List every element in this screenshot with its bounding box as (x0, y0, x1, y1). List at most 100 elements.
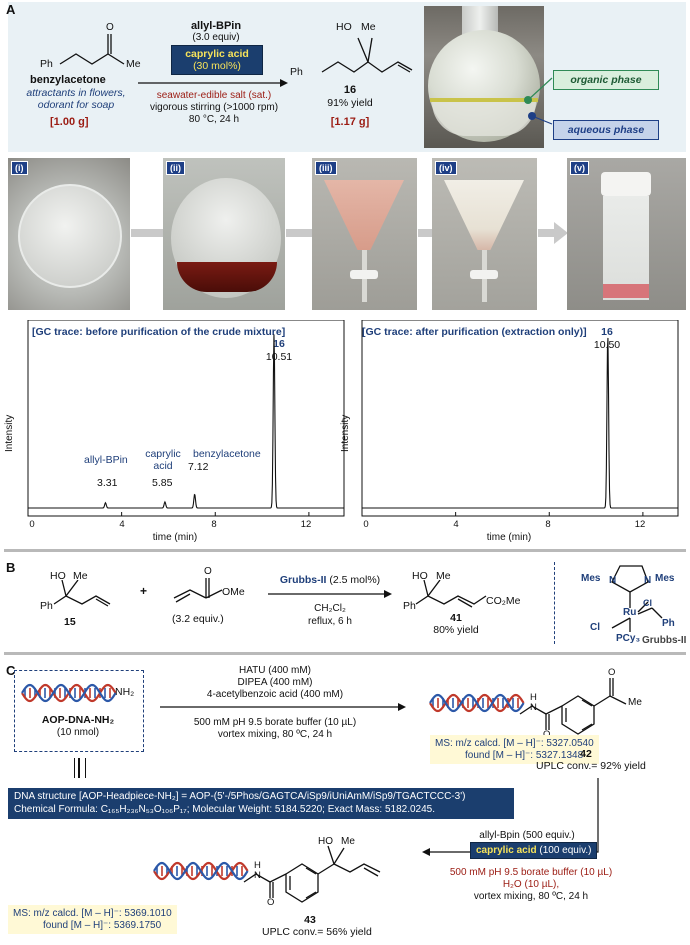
photo-iv-label: (iv) (435, 161, 457, 175)
strip-arrow-2 (286, 229, 312, 237)
grubbs-n-left: N (609, 575, 617, 586)
photo-i: (i) (8, 158, 130, 310)
c43-ho: HO (318, 836, 333, 847)
dna-strand-blue (153, 861, 249, 881)
c43-conversion: UPLC conv.= 56% yield (262, 926, 372, 938)
compound-43-structure (243, 845, 381, 903)
photo-v-label: (v) (570, 161, 589, 175)
grubbs-n-right: N (644, 575, 652, 586)
gc1-peak2-time: 5.85 (152, 477, 173, 489)
grubbs-ru: Ru (623, 607, 637, 618)
b-prod-yield: 80% yield (433, 624, 479, 636)
separator-1 (4, 549, 686, 552)
dna-amount: (10 nmol) (56, 727, 100, 738)
c42-amide-h: H (530, 692, 537, 703)
c-acid-name: caprylic acid (476, 845, 537, 856)
dna-helix-icon-2 (429, 693, 525, 713)
grubbs-divider (554, 562, 555, 644)
b-solvent: CH₂Cl₂ (314, 603, 346, 614)
gc1-peak3-time: 7.12 (188, 461, 209, 473)
reagent-label: allyl-BPin (190, 20, 242, 32)
grubbs-name: Grubbs-II (642, 635, 687, 646)
dna-reagent-box (14, 670, 144, 752)
ms-42-calcd: MS: m/z calcd. [M – H]⁻: 5327.0540 (435, 738, 594, 749)
c-buffer-1: 500 mM pH 9.5 borate buffer (10 µL) (193, 717, 357, 728)
compound-42-structure (519, 678, 627, 735)
sm-desc-1: attractants in flowers, (26, 87, 126, 99)
c42-conversion: UPLC conv.= 92% yield (536, 760, 646, 772)
c43-amide-o: O (267, 897, 275, 908)
section-a-label: A (6, 2, 16, 17)
b-prod-me: Me (436, 570, 451, 582)
prod-ph-label: Ph (290, 66, 303, 78)
grubbs-mes-right: Mes (655, 573, 675, 584)
c43-number: 43 (304, 914, 316, 926)
dna-strand-blue (21, 683, 117, 703)
gc1-peak3-name: benzylacetone (193, 448, 261, 460)
strip-arrow-3 (418, 229, 432, 237)
photo-v: (v) (567, 158, 686, 310)
photo-ii-label: (ii) (166, 161, 185, 175)
photo-i-label: (i) (11, 161, 28, 175)
b-catalyst-amount: (2.5 mol%) (329, 574, 381, 586)
b-catalyst: Grubbs-II (279, 574, 327, 586)
section-c-label: C (6, 663, 16, 678)
b-plus: + (140, 584, 148, 598)
strip-arrow-1 (131, 229, 163, 237)
dna-nh2: NH₂ (115, 686, 135, 698)
gc1-tick-12: 12 (300, 519, 312, 530)
c43-me: Me (341, 836, 355, 847)
gc1-peak1-time: 3.31 (97, 477, 118, 489)
b-conditions: reflux, 6 h (308, 616, 352, 627)
gc1-peak-number: 16 (273, 338, 285, 350)
methyl-acrylate-structure (173, 578, 223, 603)
gc1-peak-time: 10.51 (265, 351, 293, 363)
ms-43-box: MS: m/z calcd. [M – H]⁻: 5369.1010 found… (8, 905, 177, 934)
b-sm-ho: HO (50, 570, 66, 582)
gc1-peak2-name-1: caprylic (145, 448, 181, 460)
compound-41-structure (415, 580, 487, 608)
sm-mass: [1.00 g] (50, 116, 89, 128)
gc2-tick-4: 4 (453, 519, 459, 530)
phase-pointer-lines (524, 77, 553, 125)
sm-ph-label: Ph (40, 58, 53, 70)
c-buffer-2: 500 mM pH 9.5 borate buffer (10 µL) (449, 867, 613, 878)
gc1-tick-0: 0 (29, 519, 35, 530)
c-mixing-2: vortex mixing, 80 ºC, 24 h (473, 891, 589, 902)
photo-iii: (iii) (312, 158, 417, 310)
gc2-xlabel: time (min) (486, 532, 532, 543)
b-acrylate-o: O (204, 566, 212, 577)
reagent-equiv: (3.0 equiv) (192, 32, 240, 43)
reaction-arrow-a (138, 79, 288, 87)
dna-helix-icon-1 (21, 683, 117, 703)
c-acid-amount: (100 equiv.) (539, 845, 592, 856)
c-water: H₂O (10 µL), (502, 879, 560, 890)
gc1-chart (27, 320, 345, 517)
b-sm-me: Me (73, 570, 88, 582)
gc2-peak-time: 10.50 (593, 339, 621, 351)
c42-ketone-me: Me (628, 697, 642, 708)
strip-arrow-4 (538, 222, 568, 244)
ms-42-found: found [M – H]⁻: 5327.1348 (465, 749, 584, 761)
dna-name: AOP-DNA-NH₂ (41, 714, 115, 726)
gc2-title: [GC trace: after purification (extractio… (362, 326, 587, 338)
prod-number: 16 (343, 84, 357, 96)
dna-strand-blue (429, 693, 525, 713)
c-reagent-1: HATU (400 mM) (238, 665, 312, 676)
dna-structure-box: DNA structure [AOP-Headpiece-NH₂] = AOP-… (8, 788, 514, 819)
prod-ho-label: HO (336, 21, 352, 33)
b-sm-ph: Ph (40, 600, 53, 612)
ms-42-box: MS: m/z calcd. [M – H]⁻: 5327.0540 found… (430, 735, 599, 764)
separator-2 (4, 652, 686, 655)
c42-number: 42 (580, 748, 592, 760)
c-mixing-1: vortex mixing, 80 ºC, 24 h (217, 729, 333, 740)
b-prod-number: 41 (450, 612, 462, 624)
gc1-tick-4: 4 (119, 519, 125, 530)
b-acrylate-ome: OMe (222, 586, 245, 598)
organic-phase-label: organic phase (553, 70, 659, 90)
reaction-arrow-b (268, 590, 392, 598)
sm-me-label: Me (126, 58, 141, 70)
photo-iv: (iv) (432, 158, 537, 310)
ms-43-found: found [M – H]⁻: 5369.1750 (43, 919, 162, 931)
gc1-ylabel: Intensity (4, 414, 15, 452)
